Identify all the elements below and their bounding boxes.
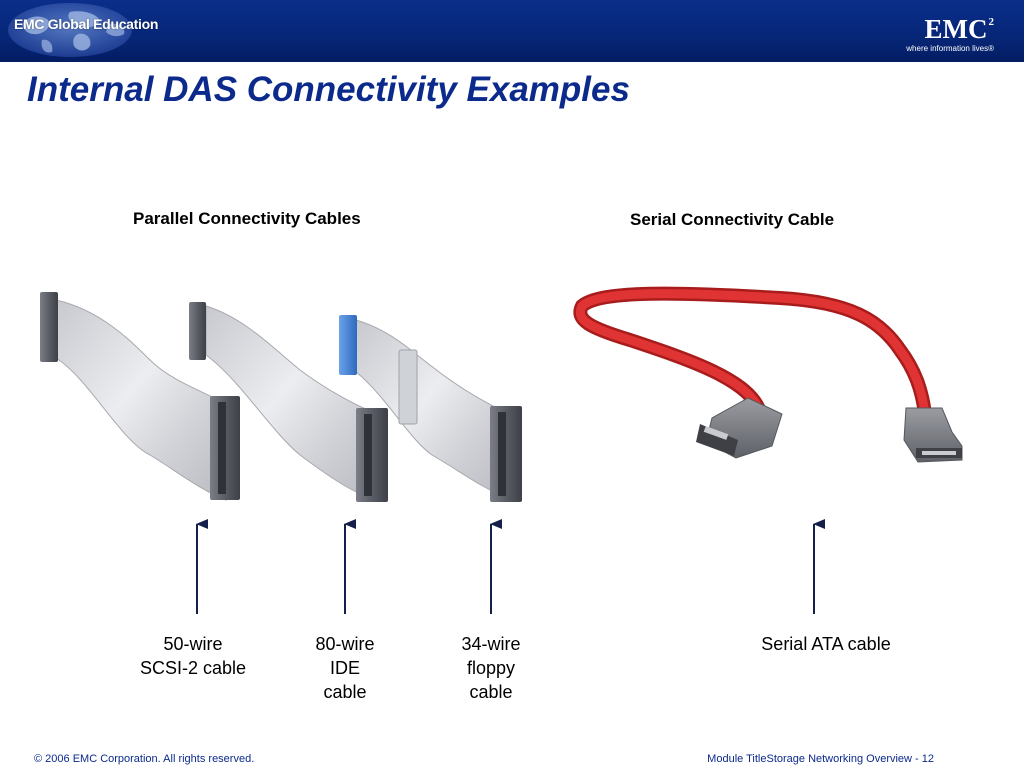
floppy-ribbon-cable xyxy=(339,315,522,502)
sata-cable xyxy=(573,286,963,463)
sata-label-line: Serial ATA cable xyxy=(761,634,891,654)
footer-copyright: © 2006 EMC Corporation. All rights reser… xyxy=(34,753,255,765)
emc-global-education-logo: EMC Global Education xyxy=(8,2,158,60)
ide-label-line: IDE xyxy=(329,658,360,678)
emc-logo-tagline: where information lives® xyxy=(906,44,994,53)
floppy-label-line: 34-wire xyxy=(461,634,521,654)
sata-cable-label: Serial ATA cable xyxy=(736,632,916,656)
serial-cable-heading: Serial Connectivity Cable xyxy=(630,210,835,229)
parallel-cables-heading: Parallel Connectivity Cables xyxy=(133,209,361,228)
emc-logo: EMC2 where information lives® xyxy=(894,8,994,54)
floppy-blue-connector xyxy=(339,315,357,375)
ide-label-line: 80-wire xyxy=(315,634,375,654)
globe-icon xyxy=(8,3,132,57)
ide-label-line: cable xyxy=(323,682,367,702)
ide-ribbon-cable xyxy=(189,302,388,502)
left-logo-text: EMC Global Education xyxy=(14,16,159,32)
floppy-label-line: cable xyxy=(469,682,513,702)
floppy-middle-connector xyxy=(398,349,418,425)
footer-module-info: Module TitleStorage Networking Overview … xyxy=(707,753,934,765)
emc-logo-letters: EMC xyxy=(924,14,988,44)
sata-left-connector xyxy=(696,397,783,459)
scsi-label-line: SCSI-2 cable xyxy=(139,658,247,678)
floppy-cable-label: 34-wire floppy cable xyxy=(441,632,541,704)
scsi-ribbon-cable xyxy=(40,292,240,501)
slide-title: Internal DAS Connectivity Examples xyxy=(27,70,630,109)
scsi-cable-label: 50-wire SCSI-2 cable xyxy=(118,632,268,680)
scsi-end-connector xyxy=(40,292,58,362)
header-bar: EMC Global Education EMC2 where informat… xyxy=(0,0,1024,62)
sata-right-connector xyxy=(903,407,963,463)
scsi-label-line: 50-wire xyxy=(163,634,223,654)
ide-cable-label: 80-wire IDE cable xyxy=(295,632,395,704)
emc-logo-mark: EMC2 xyxy=(894,8,995,44)
ide-end-connector xyxy=(189,302,206,360)
emc-logo-superscript: 2 xyxy=(988,16,995,28)
floppy-label-line: floppy xyxy=(466,658,516,678)
